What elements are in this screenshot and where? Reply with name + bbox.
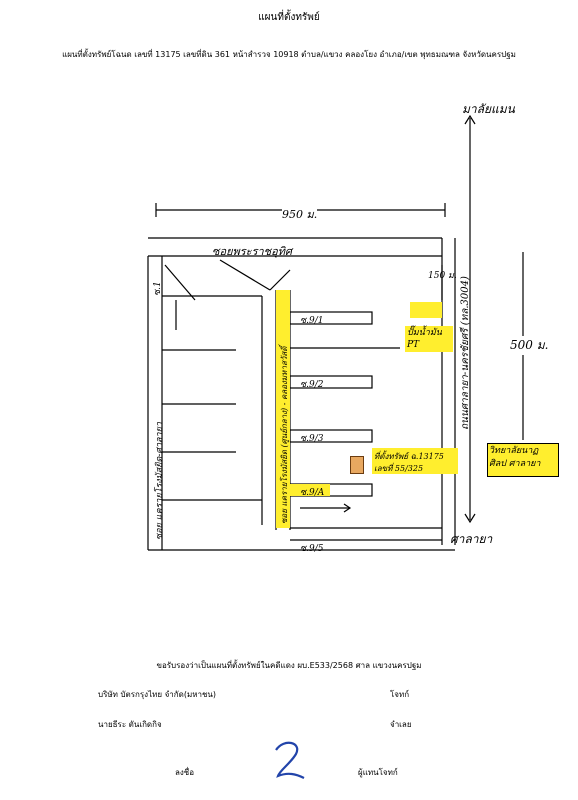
defendant-name: นายธีระ ตันเกิดกิจ (98, 720, 162, 729)
soi-9-3-label: ซ.9/3 (300, 434, 324, 444)
south-direction-label: ศาลายา (450, 532, 493, 546)
soi-9a-highlight (290, 484, 330, 496)
dimension-short-label: 150 ม. (428, 271, 457, 281)
dimension-top-label: 950 ม. (282, 205, 318, 223)
soi-1-label: ซ.1 (153, 281, 163, 296)
pt-station-label: ปั๊มน้ำมัน PT (407, 328, 442, 350)
landmark-highlight (487, 443, 559, 477)
soi-9-1-label: ซ.9/1 (300, 316, 324, 326)
soi-9-2-label: ซ.9/2 (300, 380, 324, 390)
property-plot-marker (350, 456, 364, 474)
east-road-label: ถนนศาลายา-นครชัยศรี (ทล.3004) (460, 276, 471, 430)
defendant-label: จำเลย (390, 720, 412, 729)
signature-mark (275, 741, 305, 779)
west-road-label: ซอย แครายโรงมัสยิด-ศาลายา (155, 422, 165, 540)
document-subtitle: แผนที่ตั้งทรัพย์โฉนด เลขที่ 13175 เลขที่… (62, 50, 516, 59)
property-number-label: เลขที่ 55/325 (374, 464, 424, 473)
sign-label: ลงชื่อ (175, 768, 195, 777)
soi-9-5-label: ซ.9/5 (300, 544, 324, 554)
document-title: แผนที่ตั้งทรัพย์ (258, 12, 320, 23)
company-name: บริษัท บัตรกรุงไทย จำกัด(มหาชน) (98, 690, 217, 699)
dimension-side-label: 500 ม. (510, 336, 549, 355)
certification-text: ขอรับรองว่าเป็นแผนที่ตั้งทรัพย์ในคดีแดง … (156, 661, 422, 670)
central-soi-label: ซอย แครายโรงมัสยิด (ศูนย์กลาง) - คลองมหา… (280, 346, 289, 524)
soi-main-highlight (276, 290, 290, 528)
landmark-label: วิทยาลัยนาฏศิลป ศาลายา (489, 446, 541, 469)
plot-label-highlight (372, 448, 458, 474)
pt-station-highlight (410, 302, 442, 318)
north-road-label: ซอยพระราชอุทิศ (212, 245, 292, 258)
soi-9-a-label: ซ.9/A (300, 488, 325, 498)
property-label: ที่ตั้งทรัพย์ ฉ.13175 (374, 452, 444, 461)
north-direction-label: มาลัยแมน (462, 102, 515, 116)
plaintiff-label: โจทก์ (390, 690, 410, 699)
pt-label-highlight (405, 326, 453, 352)
representative-label: ผู้แทนโจทก์ (358, 768, 398, 777)
